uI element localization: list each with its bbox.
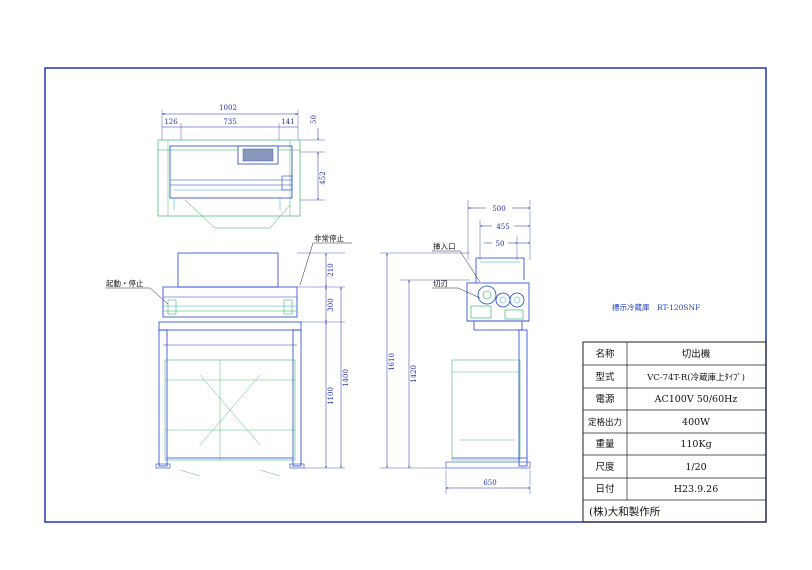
front-view: 非常停止 起動・停止 210 300 1400 1100 [105, 233, 352, 477]
dim-side-depth: 455 [496, 223, 509, 231]
tb-value-rated-output: 400W [682, 417, 710, 428]
tb-label-rated-output: 定格出力 [588, 417, 622, 428]
tb-value-name: 切出機 [682, 348, 711, 360]
tb-value-weight: 110Kg [680, 439, 711, 450]
top-view: 1002 126 735 141 50 452 [157, 104, 327, 229]
tb-value-scale: 1/20 [685, 462, 706, 473]
tb-label-name: 名称 [595, 348, 615, 360]
tb-label-scale: 尺度 [595, 461, 615, 473]
dim-side-width: 650 [483, 479, 496, 487]
side-view: 500 455 50 挿入口 切刃 [380, 200, 531, 494]
dim-top-overall: 1002 [219, 104, 237, 112]
tb-label-date: 日付 [595, 484, 615, 495]
dim-front-body: 300 [327, 298, 335, 311]
dim-top-right: 141 [281, 118, 294, 126]
dim-side-height: 1420 [410, 365, 418, 383]
dim-top-depth-offset: 50 [310, 115, 318, 124]
tb-company: (株)大和製作所 [589, 505, 661, 518]
drawing-frame [44, 67, 767, 523]
fridge-caption: 標示冷蔵庫 RT-120SNF [612, 302, 700, 312]
dim-side-height-total: 1610 [388, 353, 396, 371]
dim-front-hopper: 210 [327, 263, 335, 276]
tb-label-power: 電源 [595, 394, 615, 405]
dim-front-stand: 1100 [327, 387, 335, 405]
dim-side-overall: 500 [492, 205, 505, 213]
dim-top-depth: 452 [319, 171, 327, 184]
tb-label-weight: 重量 [595, 438, 615, 450]
dim-side-offset: 50 [496, 240, 505, 248]
label-emergency-stop: 非常停止 [314, 233, 344, 243]
tb-value-model: VC-74T-R(冷蔵庫上ﾀｲﾌﾟ) [646, 372, 745, 383]
label-insert-port: 挿入口 [433, 241, 456, 251]
dim-top-left: 126 [164, 118, 178, 126]
dim-front-total: 1400 [342, 369, 350, 387]
tb-value-date: H23.9.26 [674, 484, 719, 495]
label-start-stop: 起動・停止 [106, 278, 144, 288]
tb-value-power: AC100V 50/60Hz [654, 394, 738, 405]
title-block: 名称 切出機 型式 VC-74T-R(冷蔵庫上ﾀｲﾌﾟ) 電源 AC100V 5… [582, 341, 767, 523]
dim-top-middle: 735 [223, 118, 236, 126]
tb-label-model: 型式 [595, 371, 615, 383]
label-cutter: 切刃 [433, 279, 448, 288]
